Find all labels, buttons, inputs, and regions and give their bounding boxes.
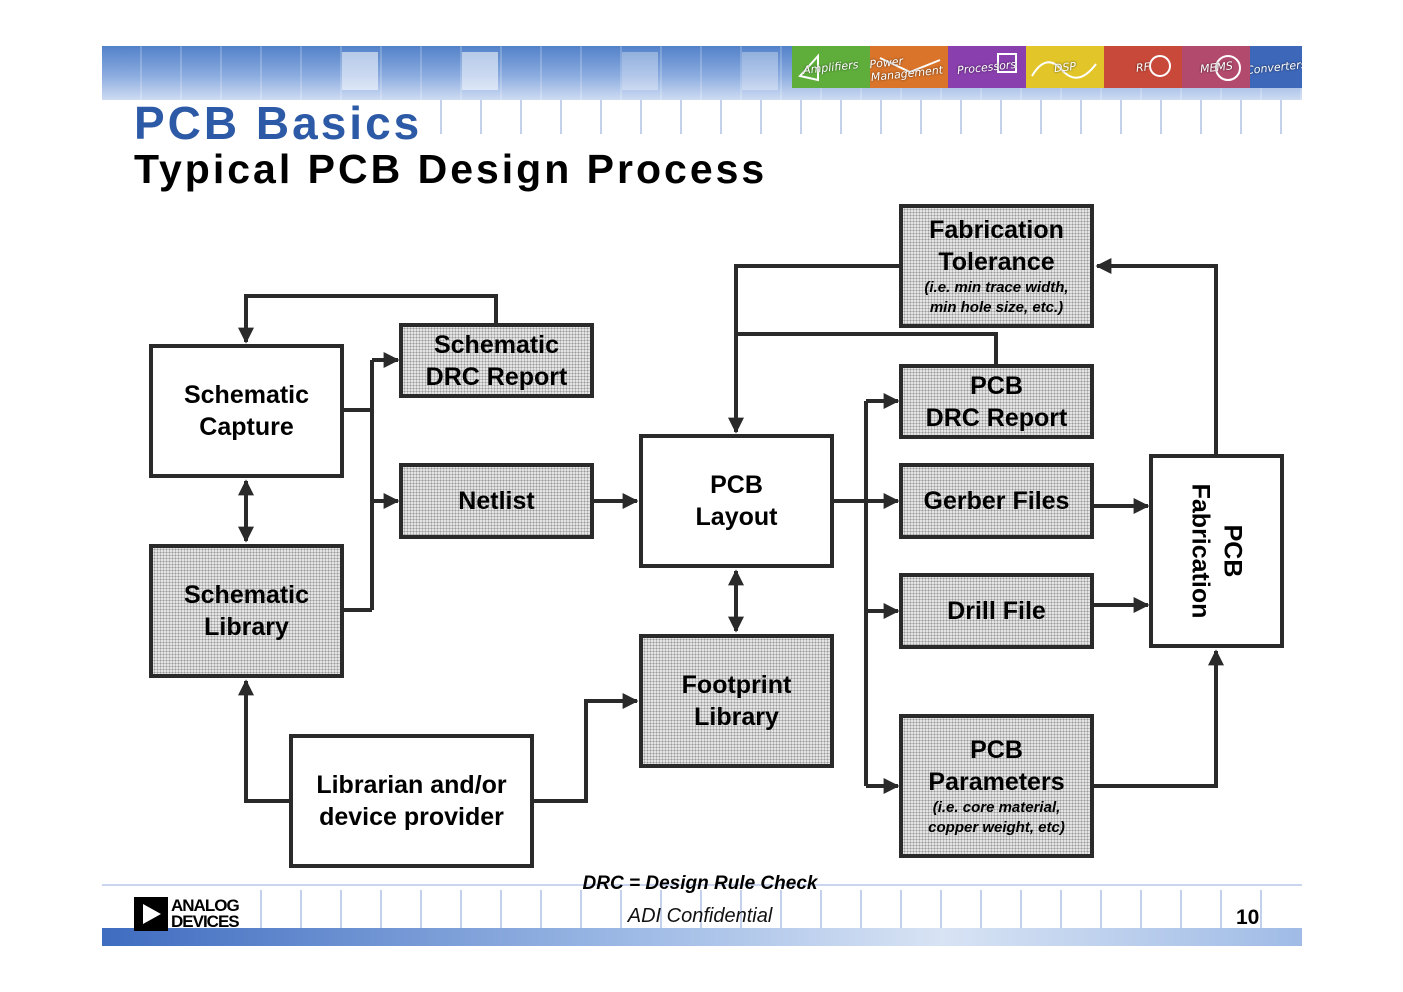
box-pcb-drc-report: PCB DRC Report	[899, 364, 1094, 439]
box-label: Schematic	[183, 581, 310, 609]
box-label: PCB	[1218, 524, 1247, 578]
arrow-parameters-to-fab	[1093, 649, 1224, 788]
arrow-tolerance-to-layout	[728, 264, 900, 434]
box-note: (i.e. min trace width,	[924, 279, 1069, 296]
box-netlist: Netlist	[399, 463, 594, 539]
banner-rf: RF	[1104, 46, 1182, 88]
box-pcb-parameters: PCB Parameters (i.e. core material, copp…	[899, 714, 1094, 858]
box-label: Schematic	[183, 381, 310, 409]
box-label: Footprint	[681, 671, 792, 699]
box-note: (i.e. core material,	[932, 799, 1061, 816]
footer-rule	[102, 884, 1302, 886]
box-label: Layout	[695, 503, 778, 531]
box-label: Library	[694, 703, 779, 731]
confidential-label: ADI Confidential	[627, 905, 773, 927]
box-label: Gerber Files	[923, 487, 1070, 515]
box-schematic-capture: Schematic Capture	[149, 344, 344, 478]
header-band-highlight	[462, 52, 498, 90]
box-label: Fabrication	[929, 216, 1064, 244]
arrow-librarian-to-library	[238, 679, 289, 803]
footer-band	[102, 928, 1302, 946]
connector-pcb-drc-feedback	[736, 332, 998, 364]
box-label: device provider	[319, 803, 504, 831]
header-band-highlight	[742, 52, 778, 90]
box-label: Tolerance	[938, 248, 1055, 276]
box-note: min hole size, etc.)	[929, 299, 1064, 316]
logo-line: DEVICES	[171, 912, 240, 931]
box-vertical-text: PCB Fabrication	[1185, 484, 1249, 619]
box-schematic-library: Schematic Library	[149, 544, 344, 678]
box-pcb-layout: PCB Layout	[639, 434, 834, 568]
box-label: PCB	[970, 736, 1023, 764]
header-band-highlight	[622, 52, 658, 90]
banner-converters: Converters	[1250, 46, 1302, 88]
page-title: PCB Basics	[134, 97, 423, 149]
box-label: DRC Report	[425, 362, 568, 391]
banner-amplifiers: Amplifiers	[792, 46, 870, 88]
box-gerber-files: Gerber Files	[899, 463, 1094, 539]
box-footprint-library: Footprint Library	[639, 634, 834, 768]
logo-line: ANALOG	[171, 896, 240, 915]
box-label: DRC Report	[925, 403, 1068, 432]
banner-mems: MEMS	[1182, 46, 1250, 88]
box-librarian: Librarian and/or device provider	[289, 734, 534, 868]
box-label: Drill File	[947, 597, 1046, 625]
box-fabrication-tolerance: Fabrication Tolerance (i.e. min trace wi…	[899, 204, 1094, 328]
box-label: Librarian and/or	[316, 771, 507, 799]
footer-tick-pattern	[260, 890, 1300, 930]
box-label: Capture	[199, 413, 294, 441]
logo-triangle-icon	[134, 897, 168, 931]
header-tick-pattern	[440, 100, 1300, 134]
page-subtitle: Typical PCB Design Process	[134, 146, 768, 192]
box-note: copper weight, etc)	[928, 819, 1065, 836]
page-number: 10	[1236, 906, 1260, 929]
banner-processors: Processors	[948, 46, 1026, 88]
banner-dsp: DSP	[1026, 46, 1104, 88]
logo-wordmark: ANALOG DEVICES	[171, 896, 240, 931]
arrow-drc-to-capture	[238, 294, 498, 344]
analog-devices-logo: ANALOG DEVICES	[134, 896, 240, 931]
box-schematic-drc-report: Schematic DRC Report	[399, 323, 594, 398]
box-label: PCB	[710, 471, 763, 499]
footnote-drc: DRC = Design Rule Check	[582, 873, 818, 894]
arrow-librarian-to-footprint	[532, 693, 639, 803]
box-drill-file: Drill File	[899, 573, 1094, 649]
arrow-fab-to-tolerance	[1095, 258, 1218, 455]
box-pcb-fabrication: PCB Fabrication	[1149, 454, 1284, 648]
box-label: Schematic	[433, 330, 560, 359]
header-band-highlight	[342, 52, 378, 90]
box-label: Parameters	[928, 768, 1065, 796]
box-label: Library	[204, 613, 289, 641]
banner-power-management: Power Management	[870, 46, 948, 88]
header-band: Amplifiers Power Management Processors D…	[102, 46, 1302, 100]
box-label: Netlist	[458, 487, 535, 515]
box-label: Fabrication	[1186, 483, 1215, 619]
box-label: PCB	[970, 371, 1023, 400]
